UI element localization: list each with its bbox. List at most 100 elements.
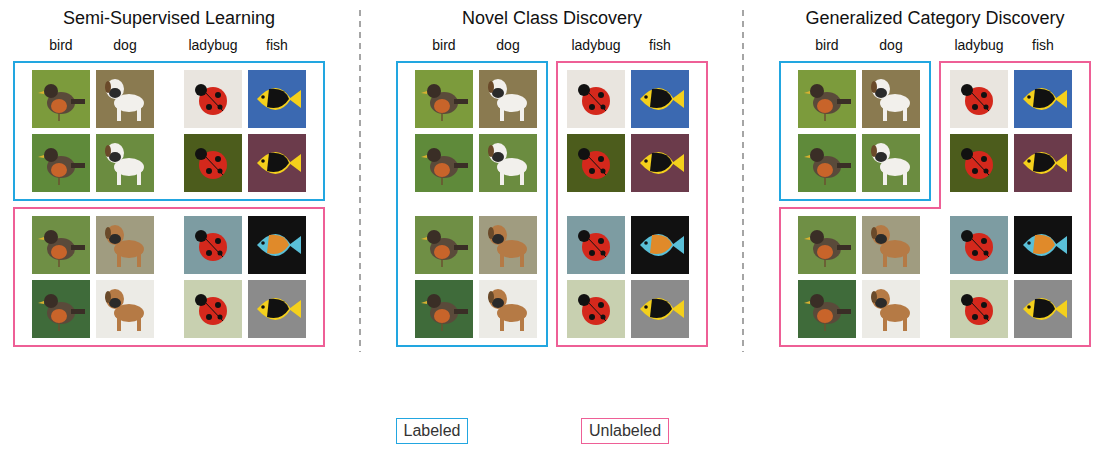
photo-thumbnail	[567, 216, 625, 274]
photo-part	[567, 134, 625, 192]
photo-part	[137, 253, 141, 267]
photo-part	[1014, 134, 1072, 192]
photo-part	[804, 155, 810, 158]
photo-part	[589, 104, 595, 110]
photo-part	[817, 309, 833, 323]
photo-thumbnail	[184, 70, 242, 128]
photo-part	[587, 237, 606, 257]
photo-thumbnail	[950, 216, 1008, 274]
class-name: ladybug	[954, 37, 1003, 53]
photo-part	[58, 177, 60, 185]
photo-part	[871, 291, 877, 303]
photo-part	[492, 88, 504, 98]
photo-thumbnail	[950, 134, 1008, 192]
photo-part	[44, 294, 58, 308]
photo-part	[640, 88, 674, 110]
photo-part	[1023, 152, 1057, 174]
photo-part	[871, 145, 877, 157]
photo-part	[824, 259, 826, 267]
photo-part	[587, 301, 606, 321]
photo-part	[441, 177, 443, 185]
photo-part	[837, 163, 851, 168]
photo-part	[644, 305, 648, 309]
photo-part	[644, 159, 648, 163]
photo-part	[1014, 280, 1072, 338]
photo-part	[248, 216, 306, 274]
photo-part	[520, 253, 524, 267]
photo-thumbnail	[96, 280, 154, 338]
photo-part	[206, 168, 212, 174]
photo-part	[106, 143, 124, 163]
class-name: bird	[815, 37, 838, 53]
photo-part	[875, 298, 887, 308]
photo-part	[105, 145, 111, 157]
photo-part	[257, 88, 291, 110]
photo-part	[44, 148, 58, 162]
photo-part	[631, 216, 689, 274]
photo-part	[520, 171, 524, 185]
photo-part	[1055, 236, 1067, 254]
photo-part	[289, 154, 301, 172]
photo-part	[520, 317, 524, 331]
photo-part	[51, 163, 67, 177]
photo-part	[257, 234, 291, 256]
photo-part	[489, 289, 507, 309]
photo-thumbnail	[32, 216, 90, 274]
photo-part	[500, 253, 504, 267]
photo-part	[206, 104, 212, 110]
photo-part	[479, 216, 537, 274]
photo-part	[598, 302, 604, 308]
photo-thumbnail	[479, 280, 537, 338]
photo-thumbnail	[32, 134, 90, 192]
photo-part	[1027, 241, 1031, 245]
photo-part	[589, 168, 595, 174]
photo-part	[798, 134, 856, 192]
photo-part	[1027, 95, 1031, 99]
photo-part	[106, 79, 124, 99]
photo-part	[105, 81, 111, 93]
unlabeled-region	[14, 208, 324, 346]
photo-part	[106, 225, 124, 245]
photo-part	[492, 152, 504, 162]
photo-part	[105, 227, 111, 239]
photo-part	[488, 81, 494, 93]
photo-part	[500, 317, 504, 331]
photo-part	[672, 154, 684, 172]
photo-part	[267, 235, 289, 254]
photo-part	[421, 91, 427, 94]
photo-part	[454, 245, 468, 250]
photo-thumbnail	[1014, 134, 1072, 192]
photo-part	[650, 89, 672, 108]
photo-thumbnail	[96, 134, 154, 192]
photo-part	[578, 230, 590, 242]
photo-thumbnail	[96, 70, 154, 128]
class-name: fish	[1032, 37, 1054, 53]
photo-thumbnail	[1014, 216, 1072, 274]
photo-part	[454, 163, 468, 168]
photo-part	[875, 152, 887, 162]
photo-part	[810, 148, 824, 162]
class-name: bird	[432, 37, 455, 53]
unlabeled-region	[557, 62, 707, 346]
photo-part	[817, 99, 833, 113]
photo-part	[837, 99, 851, 104]
photo-part	[32, 70, 90, 128]
photo-thumbnail	[798, 216, 856, 274]
photo-part	[883, 317, 887, 331]
photo-part	[117, 107, 121, 121]
photo-part	[215, 302, 221, 308]
photo-part	[903, 107, 907, 121]
photo-part	[644, 241, 648, 245]
photo-part	[961, 148, 973, 160]
photo-part	[195, 84, 207, 96]
photo-part	[1055, 154, 1067, 172]
photo-thumbnail	[415, 280, 473, 338]
photo-thumbnail	[248, 216, 306, 274]
labeled-region	[397, 62, 547, 346]
photo-part	[875, 234, 887, 244]
photo-part	[817, 163, 833, 177]
photo-thumbnail	[96, 216, 154, 274]
photo-part	[587, 91, 606, 111]
photo-part	[1055, 300, 1067, 318]
photo-part	[804, 237, 810, 240]
